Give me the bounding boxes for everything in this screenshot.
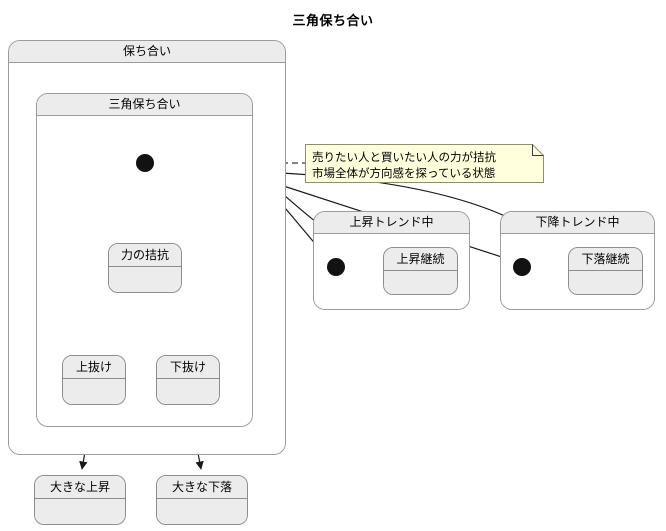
initial-state-downtrend[interactable] xyxy=(513,258,531,276)
state-chikara-no-kikkou-label: 力の拮抗 xyxy=(109,244,181,267)
state-joushou-keizoku-compartment xyxy=(384,271,457,294)
state-ookina-geraku-compartment xyxy=(157,499,247,524)
note-kikkou-text: 売りたい人と買いたい人の力が拮抗 市場全体が方向感を探っている状態 xyxy=(312,149,496,181)
initial-state-uptrend[interactable] xyxy=(327,258,345,276)
state-joushou-keizoku[interactable]: 上昇継続 xyxy=(383,247,458,295)
state-chikara-no-kikkou-compartment xyxy=(109,267,181,292)
state-joushou-keizoku-label: 上昇継続 xyxy=(384,248,457,271)
note-shape xyxy=(305,144,544,183)
state-ookina-joushou-label: 大きな上昇 xyxy=(35,476,125,499)
state-ookina-geraku-label: 大きな下落 xyxy=(157,476,247,499)
composite-state-uptrend-label: 上昇トレンド中 xyxy=(314,212,469,234)
state-shitanuke-label: 下抜け xyxy=(157,356,219,379)
page-title: 三角保ち合い xyxy=(292,14,374,29)
state-shitanuke-compartment xyxy=(157,379,219,404)
state-ookina-joushou-compartment xyxy=(35,499,125,524)
composite-state-downtrend-label: 下降トレンド中 xyxy=(501,212,654,234)
state-raku-keizoku[interactable]: 下落継続 xyxy=(568,247,643,295)
state-ookina-joushou[interactable]: 大きな上昇 xyxy=(34,475,126,525)
composite-state-hochiai-label: 保ち合い xyxy=(9,41,285,63)
state-uwanuke-label: 上抜け xyxy=(63,356,125,379)
composite-state-sankaku-hochiai-label: 三角保ち合い xyxy=(37,94,252,116)
state-ookina-geraku[interactable]: 大きな下落 xyxy=(156,475,248,525)
state-uwanuke-compartment xyxy=(63,379,125,404)
state-shitanuke[interactable]: 下抜け xyxy=(156,355,220,405)
note-line-2: 市場全体が方向感を探っている状態 xyxy=(312,166,496,180)
state-raku-keizoku-compartment xyxy=(569,271,642,294)
state-uwanuke[interactable]: 上抜け xyxy=(62,355,126,405)
note-line-1: 売りたい人と買いたい人の力が拮抗 xyxy=(312,150,496,164)
initial-state-triangle[interactable] xyxy=(136,154,154,172)
state-chikara-no-kikkou[interactable]: 力の拮抗 xyxy=(108,243,182,293)
state-raku-keizoku-label: 下落継続 xyxy=(569,248,642,271)
note-kikkou[interactable]: 売りたい人と買いたい人の力が拮抗 市場全体が方向感を探っている状態 xyxy=(305,144,544,183)
